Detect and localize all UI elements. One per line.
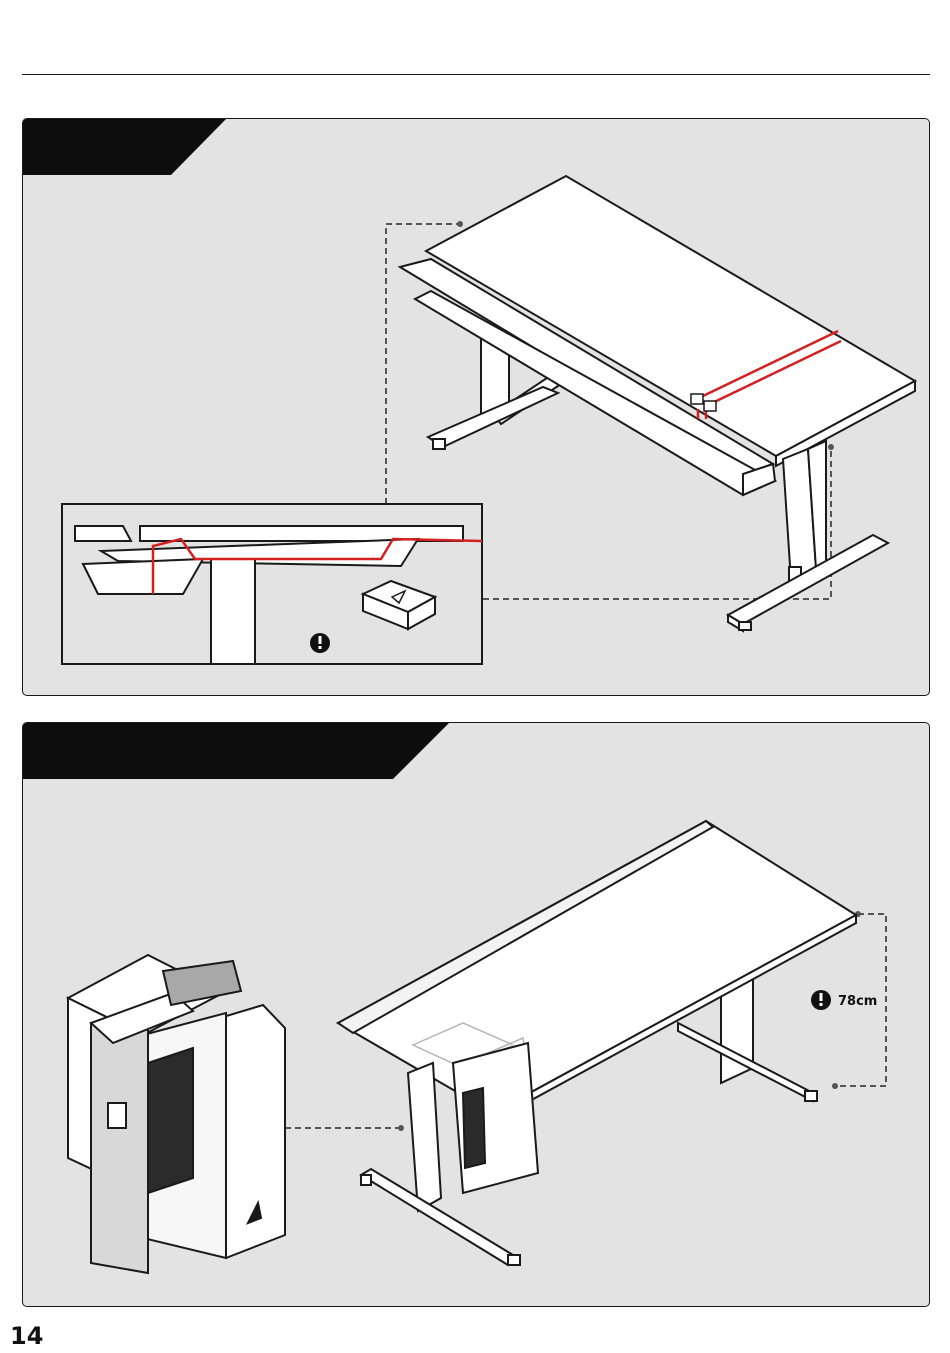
leader-line-right [483,447,831,599]
step-1-header-tab [23,119,226,175]
page-number: 14 [10,1322,43,1350]
step-2-header-tab [23,723,449,779]
detail-inset [62,504,482,664]
height-value: 78cm [838,994,877,1009]
step-1-panel [22,118,930,696]
height-callout: 78cm [811,990,877,1010]
step-1-illustration [23,119,929,695]
exclamation-icon [310,633,330,653]
exclamation-icon [811,990,831,1010]
mounted-pc [453,1043,538,1193]
top-divider [22,74,930,75]
step-2-illustration: 78cm [23,723,929,1306]
pc-mount-detail [68,955,285,1273]
step-2-panel: 78cm [22,722,930,1307]
